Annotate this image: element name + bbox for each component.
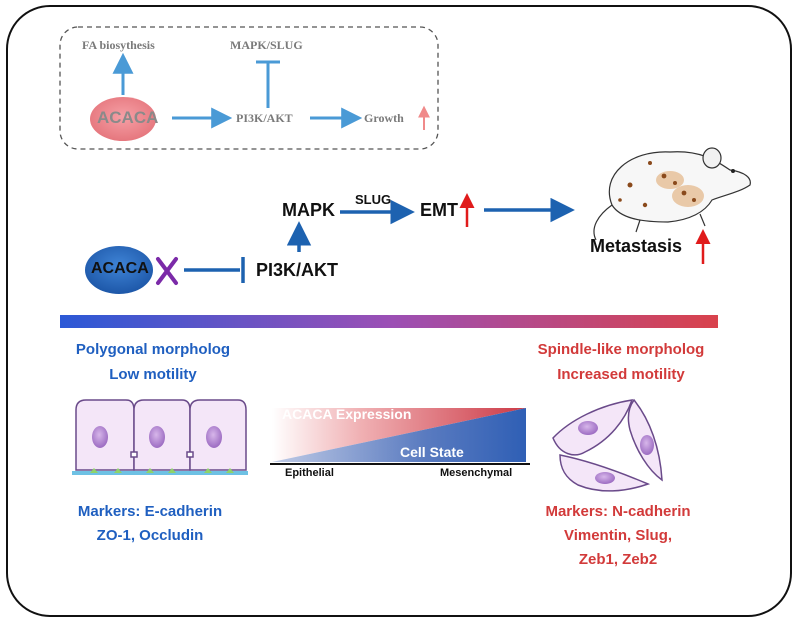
emt-label: EMT	[420, 200, 458, 220]
left-morphology-label: Polygonal morpholog	[75, 341, 231, 358]
inset-box	[59, 26, 439, 150]
mapk-label: MAPK	[282, 200, 335, 220]
slug-label: SLUG	[355, 192, 392, 207]
right-markers-line3: Zeb1, Zeb2	[578, 551, 658, 568]
epithelial-cells	[72, 399, 248, 475]
inset-growth-label: Growth	[364, 111, 404, 125]
gradient-bar	[60, 315, 718, 328]
right-markers-line1: Markers: N-cadherin	[545, 503, 691, 520]
acaca-label: ACACA	[91, 260, 149, 277]
right-markers-line2: Vimentin, Slug,	[563, 527, 673, 544]
cell-state-label: Cell State	[400, 444, 464, 460]
left-markers-line2: ZO-1, Occludin	[96, 527, 204, 544]
inset-acaca-node	[90, 97, 156, 141]
inset-fa-label: FA biosythesis	[82, 38, 155, 52]
inset-acaca-label: ACACA	[97, 108, 159, 127]
right-motility-label: Increased motility	[557, 366, 685, 383]
metastasis-label: Metastasis	[590, 236, 683, 256]
expression-label: ACACA Expression	[282, 406, 412, 422]
pi3k-akt-label: PI3K/AKT	[256, 260, 339, 280]
left-motility-label: Low motility	[109, 366, 197, 383]
inset-mapk-slug-label: MAPK/SLUG	[230, 38, 303, 52]
mesenchymal-cells	[552, 398, 663, 492]
acaca-node	[85, 246, 153, 294]
cellstate-triangle	[272, 408, 526, 462]
mouse-illustration	[593, 147, 751, 241]
left-markers-line1: Markers: E-cadherin	[77, 503, 223, 520]
epithelial-label: Epithelial	[285, 467, 334, 479]
right-morphology-label: Spindle-like morpholog	[537, 341, 705, 358]
inset-pi3k-label: PI3K/AKT	[236, 111, 293, 125]
mesenchymal-label: Mesenchymal	[440, 467, 513, 479]
outer-frame	[6, 5, 792, 617]
